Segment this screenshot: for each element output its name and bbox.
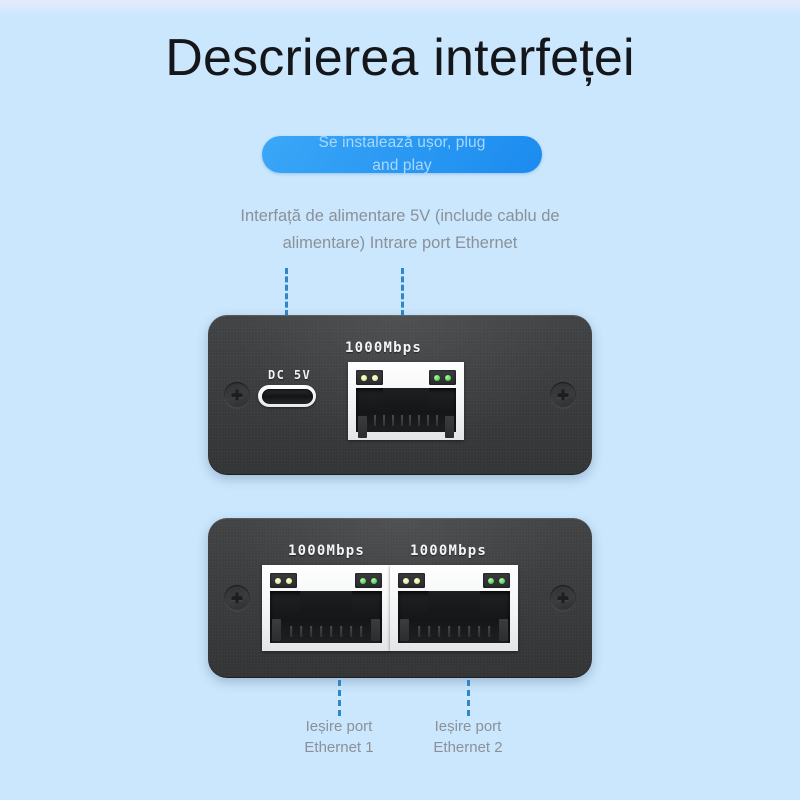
rj45-port-input [348, 362, 464, 440]
input-ports-caption: Interfață de alimentare 5V (include cabl… [240, 207, 560, 252]
install-badge-label: Se instalează ușor, plug and play [318, 134, 486, 174]
leader-line-ethernet-out-1 [338, 680, 341, 716]
device-input-side: DC 5V 1000Mbps [208, 315, 592, 475]
rj45-port-output-1 [262, 565, 390, 651]
screw-icon [550, 382, 576, 408]
usb-c-power-port [258, 385, 316, 407]
page-title: Descrierea interfeței [165, 29, 635, 87]
screw-icon [224, 585, 250, 611]
led-indicator-green [483, 573, 510, 588]
led-indicator-green [429, 370, 456, 385]
device-output-side: 1000Mbps 1000Mbps [208, 518, 592, 678]
rj45-port-output-2 [390, 565, 518, 651]
leader-line-ethernet-in [401, 268, 404, 316]
leader-line-power [285, 268, 288, 316]
led-indicator-amber [270, 573, 297, 588]
output-port-2-caption: Ieșire port Ethernet 2 [433, 718, 503, 756]
led-indicator-amber [398, 573, 425, 588]
led-indicator-green [355, 573, 382, 588]
leader-line-ethernet-out-2 [467, 680, 470, 716]
screw-icon [224, 382, 250, 408]
output-port-1-caption: Ieșire port Ethernet 1 [304, 718, 374, 756]
ethernet-out-1-speed-label: 1000Mbps [288, 543, 366, 559]
led-indicator-amber [356, 370, 383, 385]
power-port-label: DC 5V [268, 368, 312, 382]
screw-icon [550, 585, 576, 611]
install-badge: Se instalează ușor, plug and play [262, 134, 542, 174]
ethernet-in-speed-label: 1000Mbps [345, 340, 423, 356]
ethernet-out-2-speed-label: 1000Mbps [410, 543, 488, 559]
